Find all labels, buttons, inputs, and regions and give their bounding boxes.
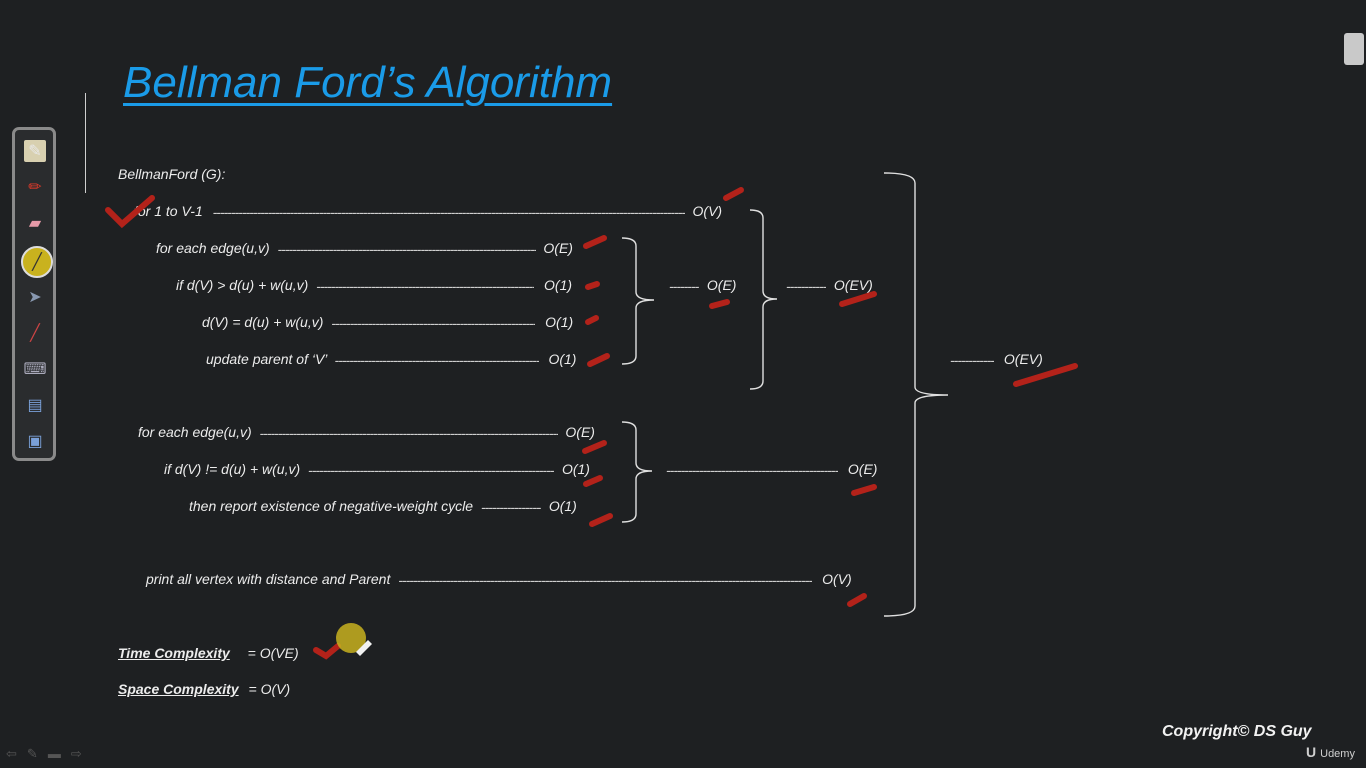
brace-inner	[621, 237, 655, 365]
red-mark	[587, 353, 610, 367]
time-complexity: Time Complexity = O(VE)	[118, 645, 299, 661]
leader-dashes: ----------------------------------------…	[398, 572, 813, 589]
leader-dashes: ----------------------------------------…	[277, 241, 536, 258]
code-text: then report existence of negative-weight…	[189, 498, 474, 514]
next-icon[interactable]: ⇨	[70, 746, 92, 761]
leader-dashes: ----------------------------------------…	[666, 462, 838, 479]
brace-check	[621, 421, 653, 523]
screen-mini-icon[interactable]: ▬	[47, 746, 71, 761]
code-text: if d(V) != d(u) + w(u,v)	[164, 461, 301, 477]
udemy-mark-icon: U	[1306, 744, 1317, 760]
space-complexity: Space Complexity = O(V)	[118, 681, 290, 697]
pointer-icon[interactable]: ➤	[28, 289, 42, 306]
leader-dashes: ----------------	[950, 352, 994, 369]
leader-dashes: ----------------------------------------…	[331, 315, 535, 332]
leader-dashes: -----------	[669, 278, 699, 295]
leader-dashes: ----------------------------------------…	[259, 425, 558, 442]
keyboard-icon[interactable]: ⌨	[23, 361, 47, 378]
red-mark	[709, 299, 730, 309]
leader-dashes: ----------------------------------------…	[316, 278, 535, 295]
code-text: if d(V) > d(u) + w(u,v)	[176, 277, 309, 293]
red-mark	[583, 475, 603, 487]
leader-dashes: ----------------------------------------…	[308, 462, 555, 479]
brand-name: Udemy	[1320, 748, 1355, 760]
code-line-inner-1: for each edge(u,v) ---------------------…	[156, 240, 573, 257]
code-line-print: print all vertex with distance and Paren…	[146, 571, 852, 588]
leader-dashes: ----------------------------------------…	[334, 352, 539, 369]
red-mark	[583, 235, 607, 249]
annotation-toolbar: ✎ ✏ ▰ ╱ ➤ ╱ ⌨ ▤ ▣	[12, 127, 56, 461]
screen-icon[interactable]: ▤	[27, 397, 43, 414]
red-mark	[847, 593, 867, 607]
switch-window-icon[interactable]: ▣	[27, 433, 43, 450]
cost-label: O(1)	[548, 351, 577, 367]
time-complexity-value: = O(VE)	[247, 645, 299, 661]
bottom-nav: ⇦✎▬⇨	[6, 746, 92, 762]
cost-label: O(V)	[692, 203, 723, 219]
code-text: for 1 to V-1	[134, 203, 203, 219]
red-pen-icon[interactable]: ✏	[28, 179, 42, 196]
cost-label: O(1)	[545, 314, 574, 330]
checkmark-annotation	[105, 195, 155, 229]
text-cursor-line	[85, 93, 86, 193]
red-mark	[851, 484, 877, 496]
prev-icon[interactable]: ⇦	[6, 746, 27, 761]
red-mark	[585, 315, 599, 325]
code-line-inner-4: update parent of ‘V’ -------------------…	[206, 351, 576, 368]
red-mark	[582, 440, 607, 454]
algorithm-header: BellmanFord (G):	[118, 166, 226, 182]
check-group-cost: ----------------------------------------…	[666, 461, 878, 479]
highlighter-icon[interactable]: ╱	[21, 246, 53, 278]
code-text: update parent of ‘V’	[206, 351, 327, 367]
cost-label: O(1)	[548, 498, 577, 514]
cost-label: O(E)	[543, 240, 573, 256]
total-cost: ---------------- O(EV)	[950, 351, 1043, 369]
code-line-inner-2: if d(V) > d(u) + w(u,v) ----------------…	[176, 277, 572, 294]
cost-label: O(1)	[561, 461, 590, 477]
leader-dashes: ---------------	[786, 278, 826, 295]
inner-group-cost: ----------- O(E)	[669, 277, 737, 295]
code-line-check-2: if d(V) != d(u) + w(u,v) ---------------…	[164, 461, 590, 478]
slide-title: Bellman Ford’s Algorithm	[123, 58, 613, 107]
code-line-check-1: for each edge(u,v) ---------------------…	[138, 424, 595, 441]
red-mark	[585, 281, 600, 290]
code-text: for each edge(u,v)	[156, 240, 270, 256]
copyright-text: Copyright© DS Guy	[1162, 723, 1312, 740]
code-text: print all vertex with distance and Paren…	[146, 571, 391, 587]
leader-dashes: ----------------------	[480, 499, 541, 516]
code-line-inner-3: d(V) = d(u) + w(u,v) -------------------…	[202, 314, 573, 331]
code-line-check-3: then report existence of negative-weight…	[189, 498, 577, 515]
pen-notebook-icon[interactable]: ✎	[24, 140, 46, 162]
brace-loop	[749, 209, 778, 390]
space-complexity-label: Space Complexity	[118, 681, 239, 697]
time-complexity-label: Time Complexity	[118, 645, 230, 661]
loop-group-cost: --------------- O(EV)	[786, 277, 873, 295]
cost-label: O(V)	[822, 571, 852, 587]
red-mark	[589, 513, 613, 527]
leader-dashes: ----------------------------------------…	[212, 204, 685, 221]
brace-total	[883, 172, 949, 617]
pen-icon[interactable]: ✎	[26, 746, 48, 761]
code-text: for each edge(u,v)	[138, 424, 252, 440]
cost-label: O(E)	[565, 424, 595, 440]
code-text: d(V) = d(u) + w(u,v)	[202, 314, 324, 330]
eraser-icon[interactable]: ▰	[28, 215, 42, 232]
pen-tip-icon	[356, 640, 372, 656]
red-mark	[1013, 363, 1078, 387]
cost-label: O(1)	[544, 277, 573, 293]
red-mark	[723, 187, 744, 201]
code-line-loop: for 1 to V-1 ---------------------------…	[134, 203, 722, 220]
side-panel-toggle[interactable]	[1344, 33, 1364, 65]
red-mark	[839, 291, 877, 307]
checkmark-annotation	[313, 643, 341, 660]
space-complexity-value: = O(V)	[248, 681, 291, 697]
laser-pen-icon[interactable]: ╱	[30, 325, 40, 342]
pen-cursor-icon	[336, 623, 366, 653]
